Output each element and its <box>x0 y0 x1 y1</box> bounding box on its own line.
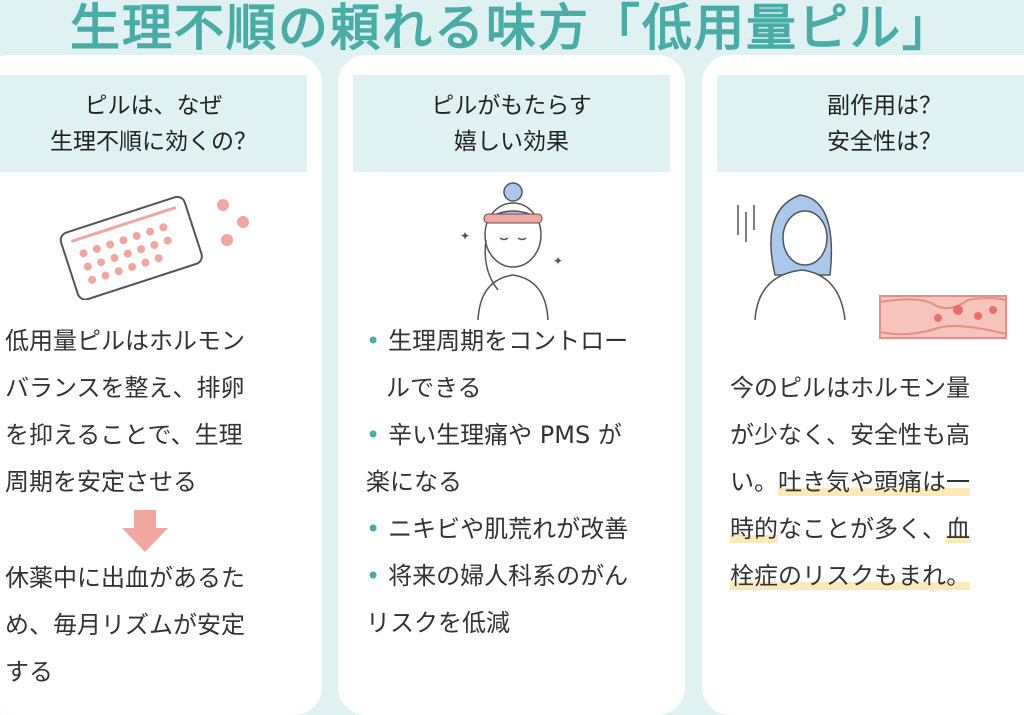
text-line: リスクを低減 <box>366 609 510 637</box>
highlighted-text: 血 <box>946 515 970 543</box>
text-line: が少なく、安全性も高 <box>730 412 970 459</box>
text-line: 今のピルはホルモン量 <box>730 365 970 412</box>
svg-text:✦: ✦ <box>460 229 470 243</box>
card-benefits: ピルがもたらす 嬉しい効果 <box>338 55 685 715</box>
header-line: 生理不順に効くの？ <box>50 128 257 155</box>
bullet: • <box>366 327 381 355</box>
header-line: 安全性は？ <box>827 128 942 155</box>
text-segment: 今のピルはホルモン量 <box>730 374 970 402</box>
card-safety: 副作用は？ 安全性は？ <box>702 55 1024 715</box>
header-line: 嬉しい効果 <box>454 128 569 155</box>
text-line: 生理周期をコントロー <box>388 327 629 355</box>
text-line: 時的なことが多く、血 <box>730 506 970 553</box>
text-line: 楽になる <box>366 468 462 496</box>
card-header: 副作用は？ 安全性は？ <box>717 75 1024 172</box>
text-line: い。吐き気や頭痛は一 <box>730 459 970 506</box>
blood-vessel-icon <box>879 295 1007 339</box>
list-item: •ニキビや肌荒れが改善 <box>366 506 628 553</box>
text-line: バランスを整え、排卵 <box>5 374 245 402</box>
safety-text: 今のピルはホルモン量が少なく、安全性も高い。吐き気や頭痛は一時的なことが多く、血… <box>730 365 971 600</box>
text-line: 低用量ピルはホルモン <box>5 327 245 355</box>
text-segment: い。 <box>730 468 778 496</box>
text-line: め、毎月リズムが安定 <box>5 611 245 639</box>
text-line: ニキビや肌荒れが改善 <box>388 515 629 543</box>
highlighted-text: 吐き気や頭痛は一 <box>778 468 970 496</box>
header-line: 副作用は？ <box>827 92 942 119</box>
card-why: ピルは、なぜ 生理不順に効くの？ <box>0 55 322 715</box>
happy-woman-illustration: ✦✦ <box>460 182 563 320</box>
text-line: 将来の婦人科系のがん <box>388 562 629 590</box>
list-item: •生理周期をコントロー <box>366 318 628 365</box>
bullet: • <box>366 421 381 449</box>
text-line: 周期を安定させる <box>5 468 197 496</box>
header-line: ピルは、なぜ <box>84 92 223 119</box>
text-line: 栓症のリスクもまれ。 <box>730 553 971 600</box>
text-line: ルできる <box>386 374 482 402</box>
bullet: • <box>366 562 381 590</box>
why-text: 低用量ピルはホルモン バランスを整え、排卵 を抑えることで、生理 周期を安定させ… <box>5 318 245 506</box>
highlighted-text: 栓症のリスクもまれ。 <box>730 562 971 590</box>
text-line: する <box>5 658 53 686</box>
worried-woman-illustration <box>737 194 846 320</box>
card-header: ピルは、なぜ 生理不順に効くの？ <box>0 75 307 172</box>
why-result-text: 休薬中に出血があるた め、毎月リズムが安定 する <box>5 555 245 696</box>
highlighted-text: 時的 <box>730 515 778 543</box>
list-item: •将来の婦人科系のがん <box>366 553 628 600</box>
pill-pack-icon <box>59 195 249 300</box>
text-segment: が少なく、安全性も高 <box>730 421 970 449</box>
text-line: 辛い生理痛や PMS が <box>388 421 622 449</box>
benefits-list: •生理周期をコントロー ルできる •辛い生理痛や PMS が 楽になる •ニキビ… <box>366 318 628 647</box>
page-title: 生理不順の頼れる味方「低用量ピル」 <box>70 0 954 57</box>
bullet: • <box>366 515 381 543</box>
text-line: を抑えることで、生理 <box>5 421 243 449</box>
text-line: 休薬中に出血があるた <box>5 564 245 592</box>
list-item: •辛い生理痛や PMS が <box>366 412 628 459</box>
svg-text:✦: ✦ <box>553 254 563 268</box>
card-header: ピルがもたらす 嬉しい効果 <box>353 75 670 172</box>
text-segment: なことが多く、 <box>778 515 946 543</box>
arrow-down-icon <box>122 510 168 552</box>
header-line: ピルがもたらす <box>431 92 592 119</box>
